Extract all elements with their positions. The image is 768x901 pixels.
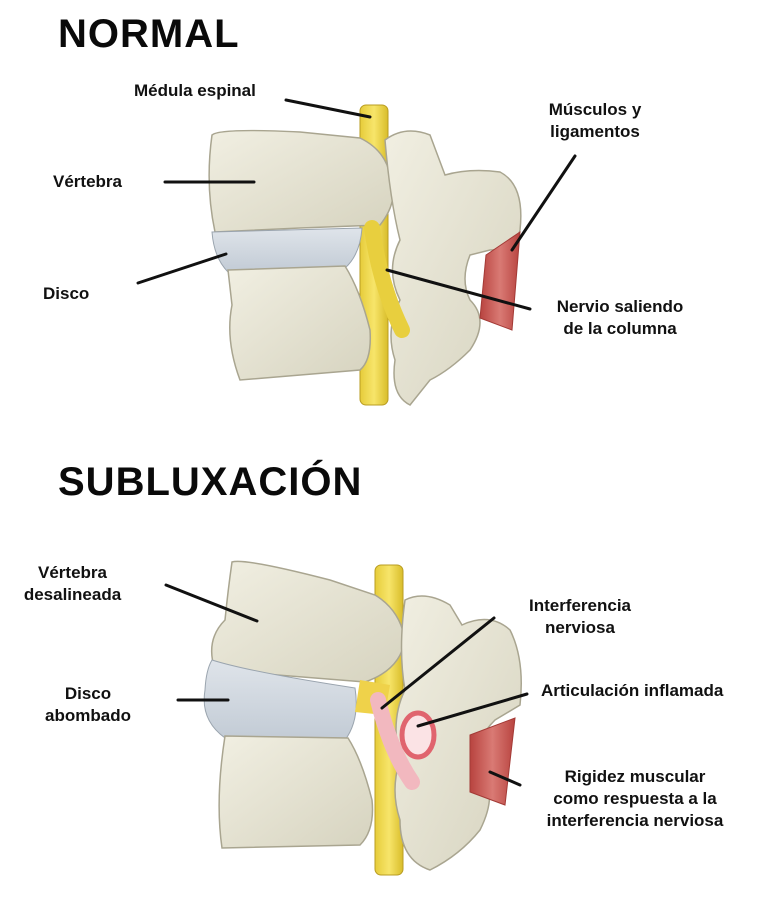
label-misaligned-vertebra: Vértebra desalineada xyxy=(15,562,130,606)
leader-disc xyxy=(136,252,228,285)
leader-inflamed-joint xyxy=(416,692,529,728)
label-interference-line1: Interferencia xyxy=(528,596,632,615)
label-vertebra: Vértebra xyxy=(53,172,122,191)
label-muscle-rigidity: Rigidez muscular como respuesta a la int… xyxy=(530,766,740,832)
label-bulging-line1: Disco xyxy=(64,684,112,703)
leader-misaligned-vertebra xyxy=(164,583,259,623)
leader-muscles xyxy=(510,154,577,252)
label-misaligned-line2: desalineada xyxy=(23,585,122,604)
sub-posterior-elements xyxy=(394,595,522,871)
label-spinal-cord: Médula espinal xyxy=(134,81,256,100)
label-rigidity-line2: como respuesta a la xyxy=(553,789,717,808)
label-misaligned-line1: Vértebra xyxy=(38,563,107,582)
sub-inflamed-nerve xyxy=(370,692,420,790)
label-rigidity-line1: Rigidez muscular xyxy=(564,767,706,786)
label-nerve-interference: Interferencia nerviosa xyxy=(520,595,640,639)
label-disc: Disco xyxy=(43,284,90,303)
sub-bulging-disc xyxy=(203,659,357,741)
sub-inflamed-joint xyxy=(399,710,437,760)
normal-lower-vertebra xyxy=(227,265,372,381)
subluxation-spine-diagram xyxy=(203,560,522,876)
leader-nerve xyxy=(385,268,532,311)
label-nerve-line1: Nervio saliendo xyxy=(556,297,684,316)
label-muscles-line1: Músculos y xyxy=(548,100,642,119)
sub-lower-vertebra xyxy=(218,735,374,849)
normal-title: NORMAL xyxy=(58,12,240,56)
label-exiting-nerve: Nervio saliendo de la columna xyxy=(545,296,695,340)
label-bulging-disc: Disco abombado xyxy=(38,683,138,727)
label-muscles-ligaments: Músculos y ligamentos xyxy=(540,99,650,143)
normal-exiting-nerve xyxy=(364,220,410,338)
leader-nerve-interference xyxy=(380,616,496,710)
label-muscles-line2: ligamentos xyxy=(550,122,640,141)
subluxation-title: SUBLUXACIÓN xyxy=(58,460,363,504)
label-interference-line2: nerviosa xyxy=(545,618,615,637)
label-bulging-line2: abombado xyxy=(45,706,131,725)
normal-disc xyxy=(211,227,363,273)
normal-posterior-elements xyxy=(384,130,522,406)
sub-misaligned-vertebra xyxy=(210,560,406,683)
label-rigidity-line3: interferencia nerviosa xyxy=(546,811,724,830)
label-inflamed-joint: Articulación inflamada xyxy=(541,681,724,700)
label-nerve-line2: de la columna xyxy=(563,319,677,338)
leader-spinal-cord xyxy=(284,98,372,119)
leader-muscle-rigidity xyxy=(488,770,522,787)
sub-rigid-muscle xyxy=(469,717,516,806)
normal-spine-diagram xyxy=(208,104,522,406)
